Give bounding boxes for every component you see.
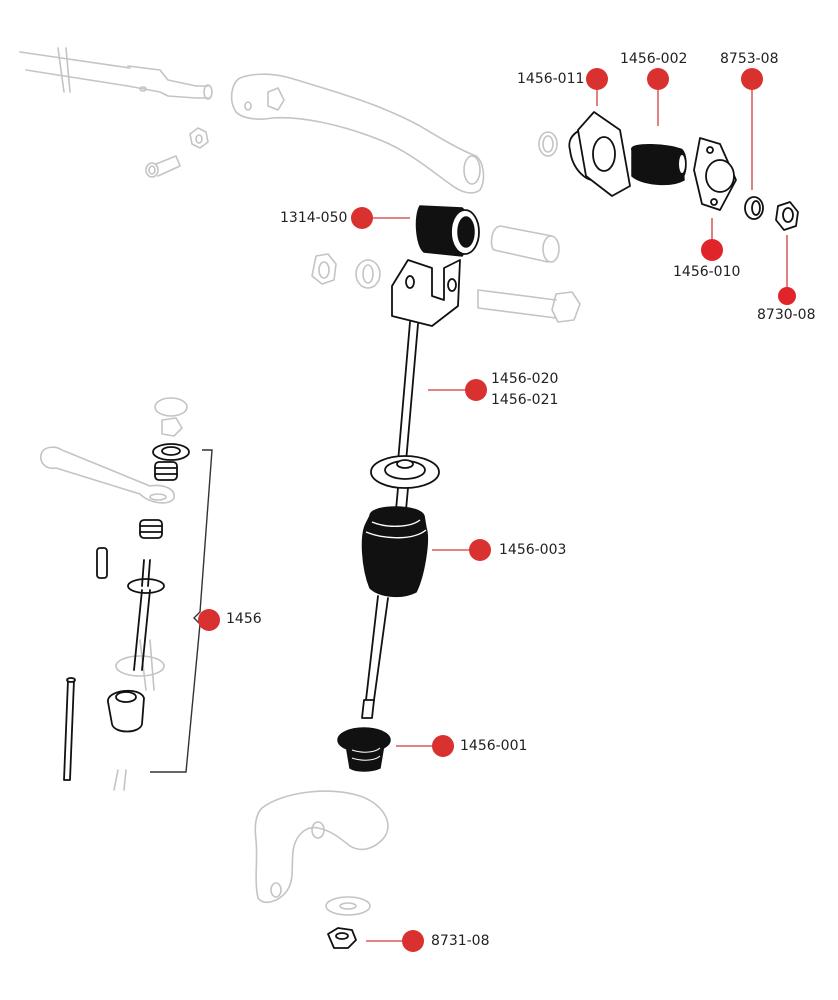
marker-8731-08[interactable] xyxy=(402,930,424,952)
marker-1456-020[interactable] xyxy=(465,379,487,401)
lower-bushing-1456-003 xyxy=(361,506,429,719)
marker-8753-08[interactable] xyxy=(741,68,763,90)
flange-1456-011 xyxy=(568,111,631,197)
kit-bracket xyxy=(150,449,213,773)
marker-8730-08[interactable] xyxy=(778,287,796,305)
nut-washer-ghost xyxy=(311,253,381,289)
label-1456-011: 1456-011 xyxy=(517,71,585,87)
sway-bar-arm-ghost xyxy=(230,73,485,194)
lower-mount-ghost xyxy=(254,790,389,916)
eye-bushing-1314-050 xyxy=(415,205,480,257)
lower-nut-8731-08 xyxy=(327,927,357,949)
sway-bar-ghost xyxy=(19,47,213,100)
marker-1456-003[interactable] xyxy=(469,539,491,561)
marker-1314-050[interactable] xyxy=(351,207,373,229)
marker-1456-011[interactable] xyxy=(586,68,608,90)
label-8753-08: 8753-08 xyxy=(720,51,779,67)
callout-markers xyxy=(198,68,796,952)
kit-ghost-arm xyxy=(40,397,188,791)
sleeve-ghost xyxy=(490,225,560,263)
label-1456-001: 1456-001 xyxy=(460,738,528,754)
label-1456: 1456 xyxy=(226,611,262,627)
bushing-1456-002 xyxy=(631,143,687,186)
label-1456-003: 1456-003 xyxy=(499,542,567,558)
marker-1456-010[interactable] xyxy=(701,239,723,261)
long-bolt-ghost xyxy=(477,289,581,323)
clevis-rod-1456-020 xyxy=(391,259,461,463)
kit-parts xyxy=(63,443,190,781)
washer-8753-08 xyxy=(744,196,764,220)
label-1456-010: 1456-010 xyxy=(673,264,741,280)
label-8730-08: 8730-08 xyxy=(757,307,816,323)
label-1456-020: 1456-020 xyxy=(491,371,559,387)
nut-8730-08 xyxy=(775,201,799,231)
marker-1456-001[interactable] xyxy=(432,735,454,757)
grommet-1456-001 xyxy=(337,727,391,772)
label-1456-002: 1456-002 xyxy=(620,51,688,67)
marker-1456[interactable] xyxy=(198,609,220,631)
bolt-ghost xyxy=(145,127,209,178)
washer-ghost-top xyxy=(538,131,558,157)
washer-cup xyxy=(370,455,440,511)
label-1456-021: 1456-021 xyxy=(491,392,559,408)
label-8731-08: 8731-08 xyxy=(431,933,490,949)
label-1314-050: 1314-050 xyxy=(280,210,348,226)
flange-1456-010 xyxy=(693,137,737,211)
marker-1456-002[interactable] xyxy=(647,68,669,90)
